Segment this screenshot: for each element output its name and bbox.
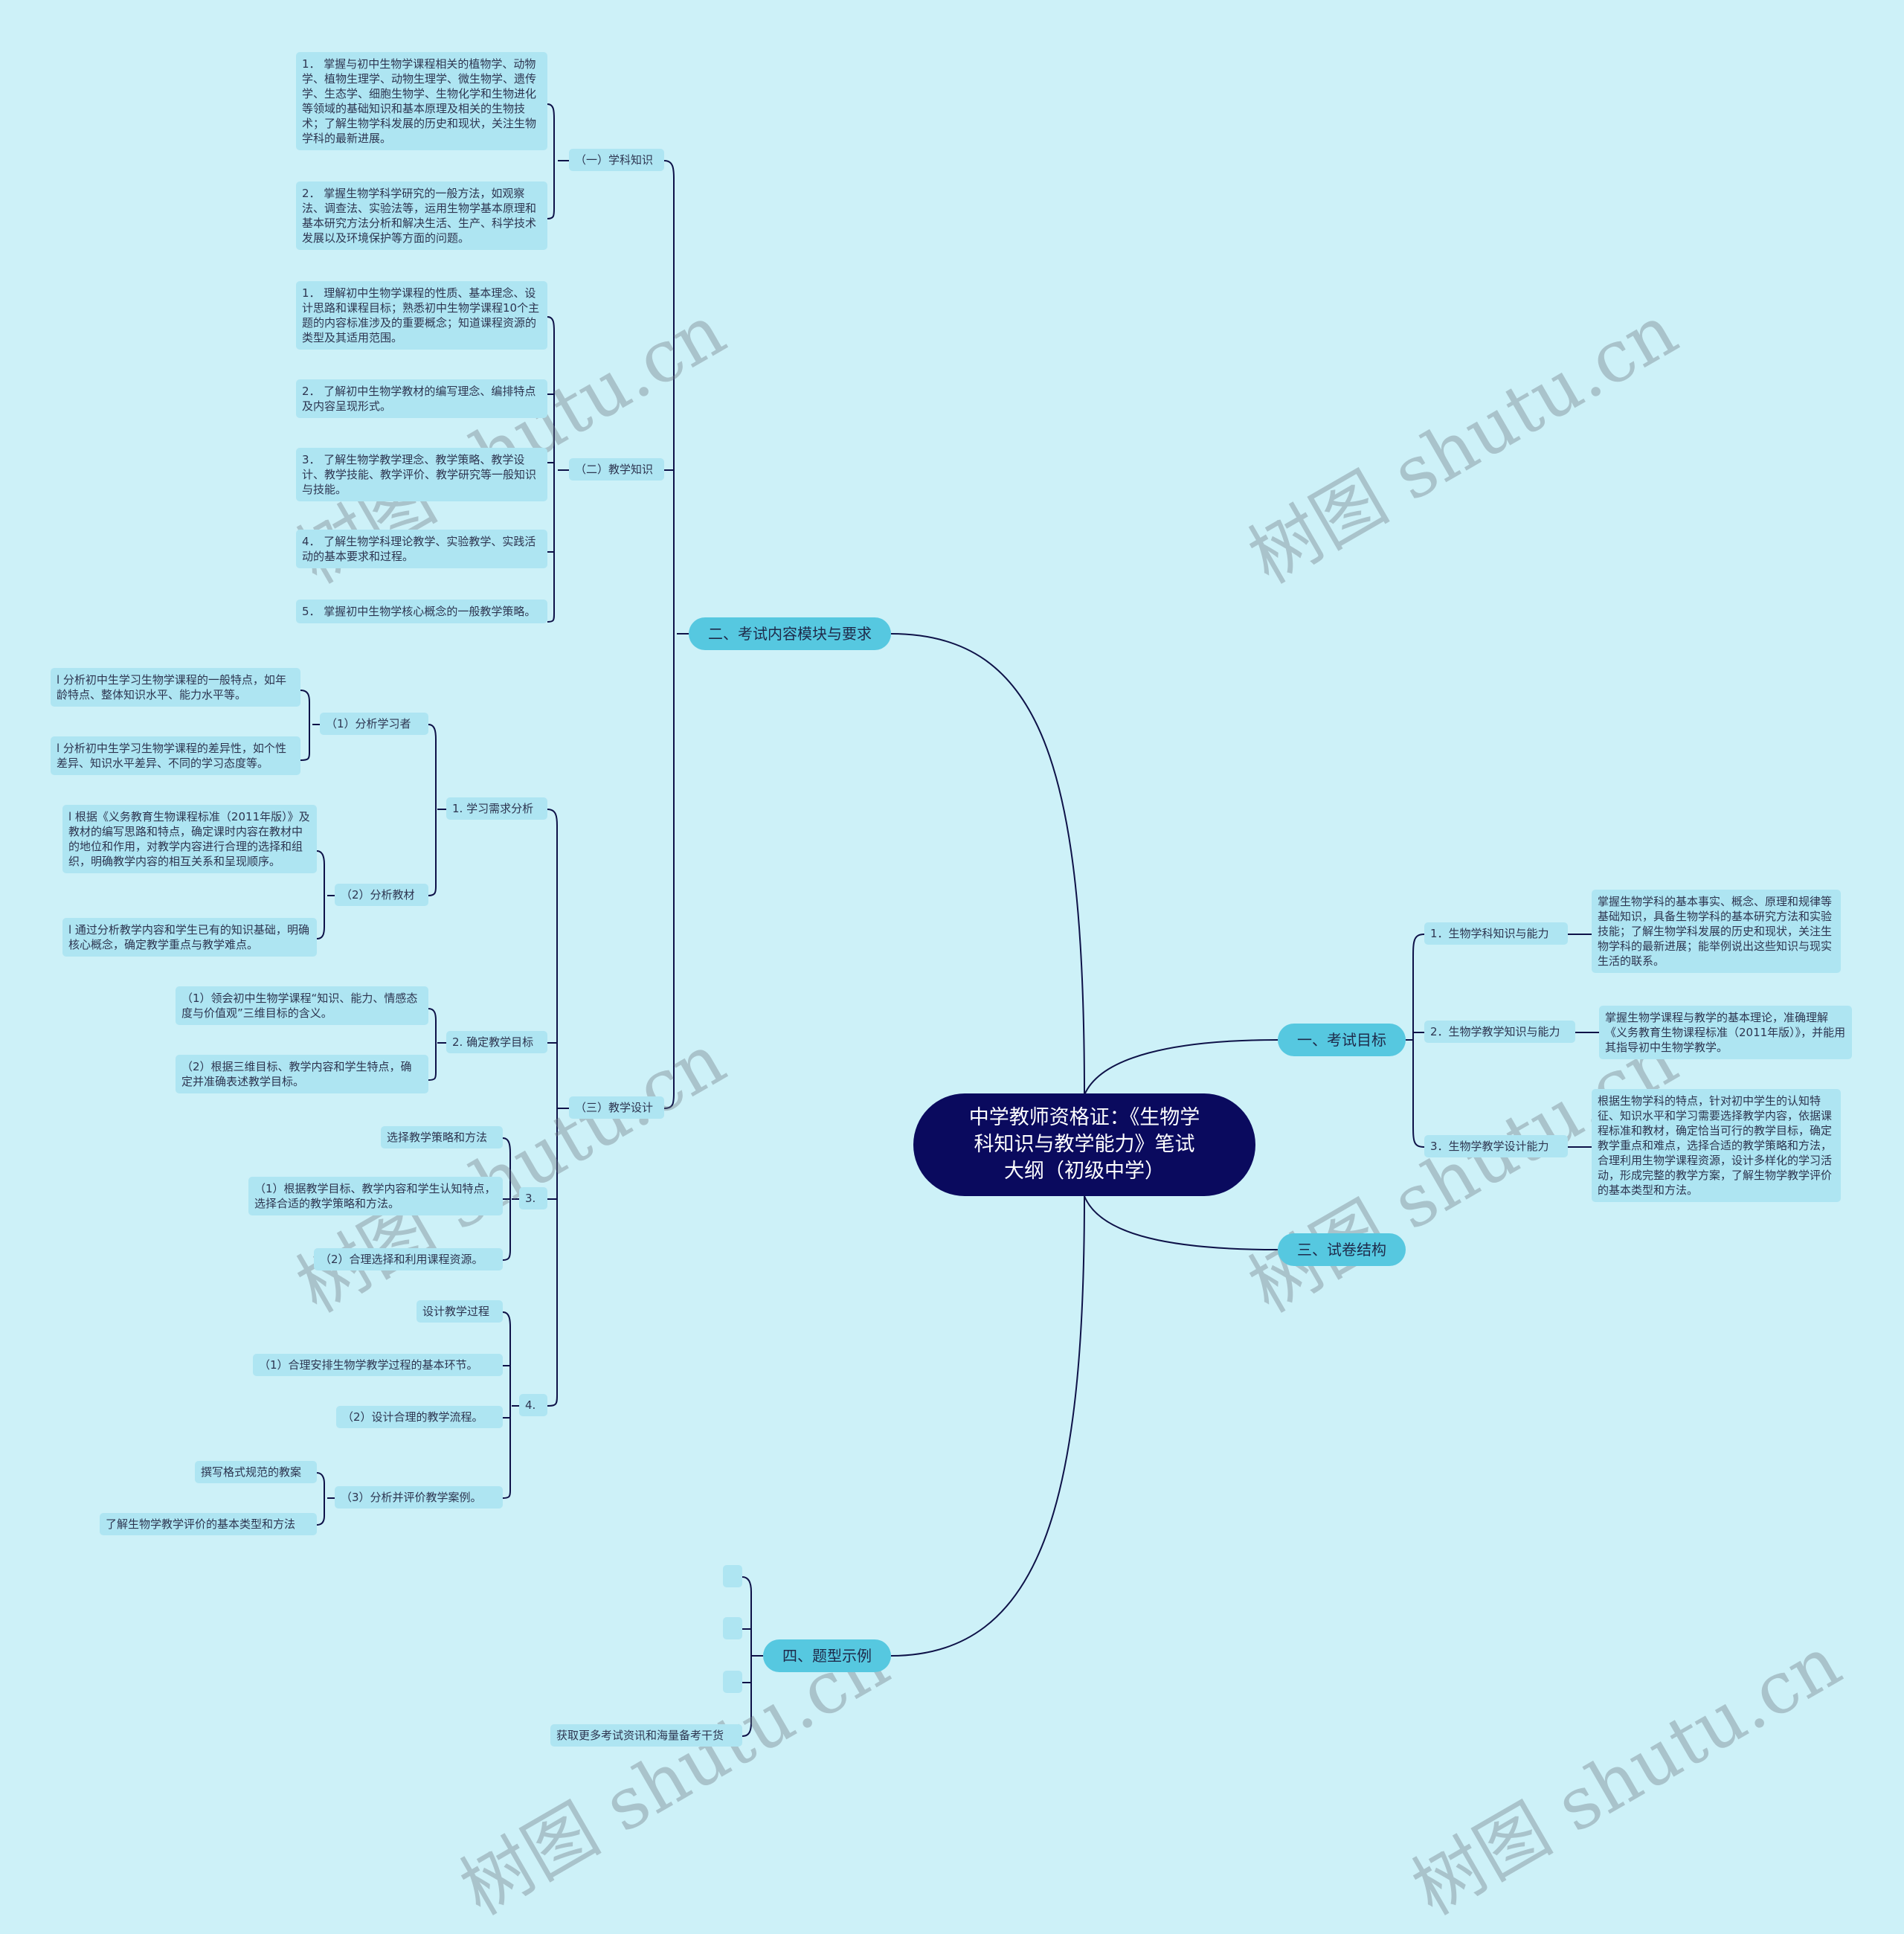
goal-1-description[interactable]: 掌握生物学科的基本事实、概念、原理和规律等基础知识，具备生物学科的基本研究方法和… xyxy=(1592,890,1841,973)
learning-needs-node[interactable]: 1. 学习需求分析 xyxy=(446,797,547,820)
goal-2-description[interactable]: 掌握生物学课程与教学的基本理论，准确理解《义务教育生物课程标准（2011年版）》… xyxy=(1599,1006,1852,1059)
subject-knowledge-item-1[interactable]: 1． 掌握与初中生物学课程相关的植物学、动物学、植物生理学、动物生理学、微生物学… xyxy=(296,52,547,150)
select-strategy-node[interactable]: 选择教学策略和方法 xyxy=(381,1126,503,1148)
branch-question-examples[interactable]: 四、题型示例 xyxy=(763,1639,891,1672)
teaching-goals-item-2[interactable]: （2）根据三维目标、教学内容和学生特点，确定并准确表述教学目标。 xyxy=(176,1055,428,1093)
example-item-2[interactable] xyxy=(723,1617,742,1639)
branch-paper-structure[interactable]: 三、试卷结构 xyxy=(1278,1233,1406,1266)
subject-knowledge-node[interactable]: （一）学科知识 xyxy=(569,149,664,171)
analyze-learners-item-2[interactable]: l 分析初中生学习生物学课程的差异性，如个性差异、知识水平差异、不同的学习态度等… xyxy=(51,736,300,775)
goal-3-description[interactable]: 根据生物学科的特点，针对初中学生的认知特征、知识水平和学习需要选择教学内容，依据… xyxy=(1592,1089,1841,1202)
teaching-knowledge-item-3[interactable]: 3． 了解生物学教学理念、教学策略、教学设计、教学技能、教学评价、教学研究等一般… xyxy=(296,448,547,501)
design-process-item-2[interactable]: （2）设计合理的教学流程。 xyxy=(336,1406,503,1428)
evaluation-types-node[interactable]: 了解生物学教学评价的基本类型和方法 xyxy=(100,1513,317,1535)
design-process-node[interactable]: 设计教学过程 xyxy=(416,1300,503,1323)
analyze-learners-node[interactable]: （1）分析学习者 xyxy=(320,713,428,735)
teaching-goals-node[interactable]: 2. 确定教学目标 xyxy=(446,1031,547,1053)
teaching-knowledge-item-2[interactable]: 2． 了解初中生物学教材的编写理念、编排特点及内容呈现形式。 xyxy=(296,379,547,418)
analyze-textbook-node[interactable]: （2）分析教材 xyxy=(335,884,428,906)
design-process-item-1[interactable]: （1）合理安排生物学教学过程的基本环节。 xyxy=(253,1354,503,1376)
analyze-learners-item-1[interactable]: l 分析初中生学习生物学课程的一般特点，如年龄特点、整体知识水平、能力水平等。 xyxy=(51,668,300,707)
goal-node-3[interactable]: 3．生物学教学设计能力 xyxy=(1424,1135,1568,1157)
write-lesson-plan-node[interactable]: 撰写格式规范的教案 xyxy=(195,1461,317,1483)
example-item-1[interactable] xyxy=(723,1565,742,1587)
design-process-item-3[interactable]: （3）分析并评价教学案例。 xyxy=(335,1486,503,1509)
connector-lines xyxy=(300,103,1599,1737)
example-item-3[interactable] xyxy=(723,1671,742,1693)
goal-node-2[interactable]: 2．生物学教学知识与能力 xyxy=(1424,1021,1575,1043)
teaching-goals-item-1[interactable]: （1）领会初中生物学课程“知识、能力、情感态度与价值观”三维目标的含义。 xyxy=(176,986,428,1025)
teaching-knowledge-item-1[interactable]: 1． 理解初中生物学课程的性质、基本理念、设计思路和课程目标；熟悉初中生物学课程… xyxy=(296,281,547,350)
analyze-textbook-item-1[interactable]: l 根据《义务教育生物课程标准（2011年版）》及教材的编写思路和特点，确定课时… xyxy=(62,805,317,873)
analyze-textbook-item-2[interactable]: l 通过分析教学内容和学生已有的知识基础，明确核心概念，确定教学重点与教学难点。 xyxy=(62,918,317,957)
select-strategy-item-1[interactable]: （1）根据教学目标、教学内容和学生认知特点，选择合适的教学策略和方法。 xyxy=(248,1177,503,1215)
teaching-knowledge-item-4[interactable]: 4． 了解生物学科理论教学、实验教学、实践活动的基本要求和过程。 xyxy=(296,530,547,568)
branch-content-modules[interactable]: 二、考试内容模块与要求 xyxy=(689,617,891,650)
teaching-knowledge-item-5[interactable]: 5． 掌握初中生物学核心概念的一般教学策略。 xyxy=(296,600,547,623)
design-step-4-node[interactable]: 4. xyxy=(519,1394,547,1416)
more-resources-link[interactable]: 获取更多考试资讯和海量备考干货 xyxy=(550,1724,742,1747)
subject-knowledge-item-2[interactable]: 2． 掌握生物学科学研究的一般方法，如观察法、调查法、实验法等，运用生物学基本原… xyxy=(296,181,547,250)
goal-node-1[interactable]: 1．生物学科知识与能力 xyxy=(1424,922,1568,945)
design-step-3-node[interactable]: 3. xyxy=(519,1187,547,1209)
teaching-design-node[interactable]: （三）教学设计 xyxy=(569,1096,664,1119)
teaching-knowledge-node[interactable]: （二）教学知识 xyxy=(569,458,664,481)
center-topic[interactable]: 中学教师资格证：《生物学科知识与教学能力》笔试大纲（初级中学） xyxy=(913,1093,1255,1196)
select-strategy-item-2[interactable]: （2）合理选择和利用课程资源。 xyxy=(314,1248,503,1270)
branch-exam-goals[interactable]: 一、考试目标 xyxy=(1278,1024,1406,1056)
